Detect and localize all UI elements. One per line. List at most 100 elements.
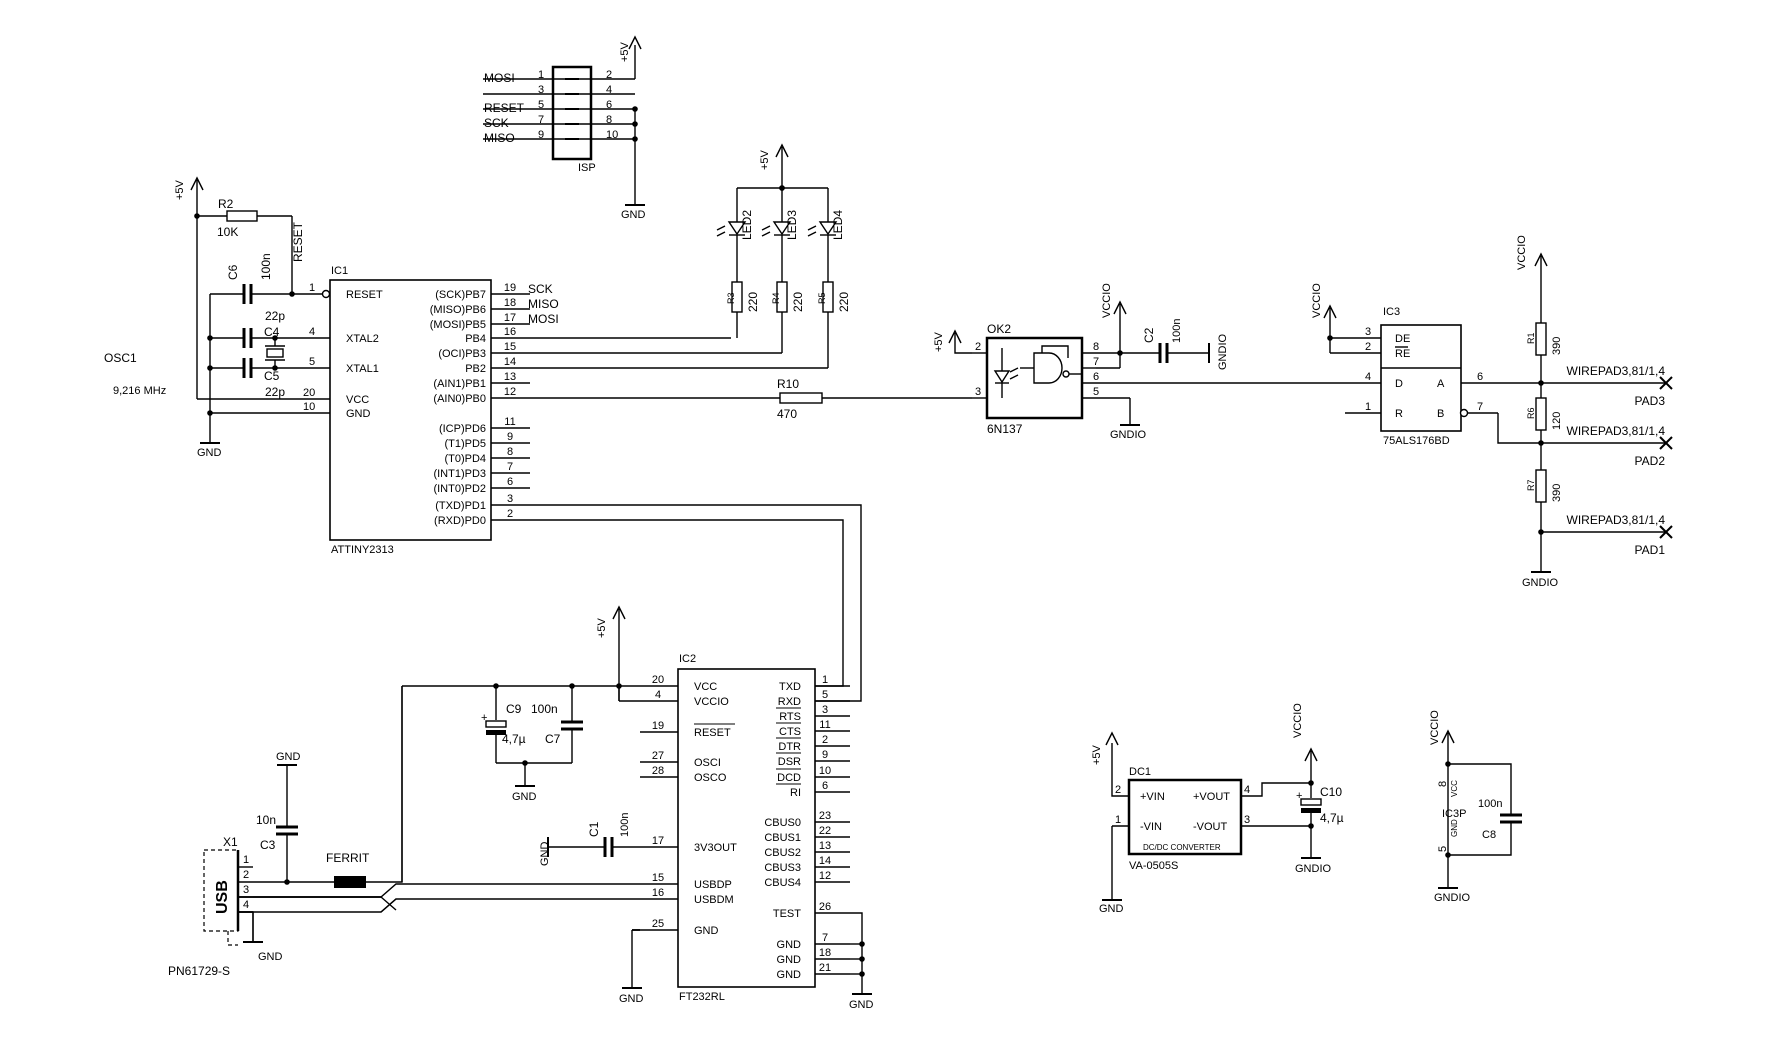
ic2-right-pins: TXD1RXD5RTS3CTS11DTR2DSR9DCD10RI6CBUS023… bbox=[764, 674, 862, 981]
ic1-pin-vcc-label: VCC bbox=[346, 394, 369, 406]
isp-pin-9: 9 bbox=[538, 129, 544, 141]
ic1-pin-xtal2-label: XTAL2 bbox=[346, 333, 379, 345]
isp-name: ISP bbox=[578, 162, 596, 174]
ic2-pin-label: USBDM bbox=[694, 894, 734, 906]
c9-plus: + bbox=[481, 712, 487, 724]
dc1-name: DC1 bbox=[1129, 766, 1151, 778]
ic1-pin-number: 14 bbox=[504, 356, 516, 368]
c9-value: 4,7µ bbox=[502, 732, 526, 746]
ic1-pin-label: (RXD)PD0 bbox=[434, 515, 486, 527]
ic2-pin-label: DCD bbox=[777, 772, 801, 784]
ic1-pin-label: (SCK)PB7 bbox=[435, 289, 486, 301]
ic1-pin-20: 20 bbox=[303, 387, 315, 399]
isp-pin-4: 4 bbox=[606, 84, 612, 96]
x1-label: USB bbox=[214, 880, 231, 914]
led-ray bbox=[807, 225, 817, 231]
ic1-right-pins: (SCK)PB719(MISO)PB618(MOSI)PB517PB416(OC… bbox=[430, 282, 530, 527]
ic2-pin-number: 5 bbox=[822, 689, 828, 701]
ic3-de-label: DE bbox=[1395, 333, 1410, 345]
ic1-pin-number: 19 bbox=[504, 282, 516, 294]
ic2-pin-number: 10 bbox=[819, 765, 831, 777]
ic1-pin-number: 7 bbox=[507, 461, 513, 473]
junction-dot bbox=[779, 185, 785, 191]
ic1-pin-label: (T1)PD5 bbox=[444, 438, 486, 450]
ic2-pin-label: OSCO bbox=[694, 772, 727, 784]
ic2-pin-label: 3V3OUT bbox=[694, 842, 737, 854]
pad-cross bbox=[1659, 525, 1673, 539]
c8-value: 100n bbox=[1478, 798, 1502, 810]
ok2-6n137: OK2 6N137 2 3 8 7 6 5 +5V bbox=[933, 283, 1229, 441]
led-5v-label: +5V bbox=[759, 149, 771, 170]
osc1-name: OSC1 bbox=[104, 351, 137, 365]
isp-gnd-label: GND bbox=[621, 209, 646, 221]
isp-pin-6: 6 bbox=[606, 99, 612, 111]
c7-value: 100n bbox=[531, 702, 558, 716]
r7-name: R7 bbox=[1526, 479, 1536, 491]
ic1-pin-number: 16 bbox=[504, 326, 516, 338]
c6-value: 100n bbox=[259, 253, 273, 280]
ic1-nets bbox=[530, 337, 972, 702]
c3-name: C3 bbox=[260, 838, 276, 852]
net-miso: MISO bbox=[528, 297, 559, 311]
c1-value: 100n bbox=[619, 813, 631, 837]
ic1-pin-label: PB4 bbox=[465, 333, 486, 345]
c4-value: 22p bbox=[265, 309, 285, 323]
x1-pin-4: 4 bbox=[243, 899, 249, 911]
led-resistor-value: 220 bbox=[746, 292, 760, 312]
ic2-pin-label: RESET bbox=[694, 727, 731, 739]
pad-label: WIREPAD3,81/1,4 bbox=[1567, 513, 1666, 527]
dc1-vout-plus: +VOUT bbox=[1193, 791, 1230, 803]
isp-pin-1: 1 bbox=[538, 69, 544, 81]
ic3p-gndio-label: GNDIO bbox=[1434, 892, 1471, 904]
led-ray bbox=[716, 225, 726, 231]
ic2-pin-number: 9 bbox=[822, 749, 828, 761]
ic1-attiny2313: IC1 ATTINY2313 RESET XTAL2 XTAL1 VCC GND… bbox=[292, 265, 530, 556]
ic1-pin-number: 17 bbox=[504, 312, 516, 324]
ic2-pin-label: VCCIO bbox=[694, 696, 729, 708]
led-name: LED4 bbox=[831, 210, 845, 240]
c7-name: C7 bbox=[545, 732, 561, 746]
ic1-pin-label: (TXD)PD1 bbox=[435, 500, 486, 512]
pad-group: WIREPAD3,81/1,4PAD3WIREPAD3,81/1,4PAD2WI… bbox=[1567, 364, 1673, 557]
led-resistor-value: 220 bbox=[791, 292, 805, 312]
c10-vccio-label: VCCIO bbox=[1292, 703, 1304, 738]
ic2-pin-label: GND bbox=[694, 925, 719, 937]
dc1-vin-minus: -VIN bbox=[1140, 821, 1162, 833]
r2-value: 10K bbox=[217, 225, 238, 239]
c10-name: C10 bbox=[1320, 785, 1342, 799]
ic2-pin-label: GND bbox=[777, 939, 802, 951]
ic3p-power: VCCIO GNDIO 8 VCC 5 GND IC3P 100n C8 bbox=[1429, 710, 1522, 904]
ic3-re-label: RE bbox=[1395, 348, 1410, 360]
ic1-pin-reset-label: RESET bbox=[346, 289, 383, 301]
ic2-pin-number: 22 bbox=[819, 825, 831, 837]
ic2-right-gnd-label: GND bbox=[849, 999, 874, 1011]
r2-5v-label: +5V bbox=[174, 179, 186, 200]
led-resistor-name: R4 bbox=[771, 292, 781, 304]
c9-gnd-label: GND bbox=[512, 791, 537, 803]
ferrit-name: FERRIT bbox=[326, 851, 370, 865]
c3-value: 10n bbox=[256, 813, 276, 827]
c10-plus: + bbox=[1296, 790, 1302, 802]
r6-value: 120 bbox=[1551, 412, 1563, 430]
c2-name: C2 bbox=[1142, 327, 1156, 343]
ic1-pin-number: 12 bbox=[504, 386, 516, 398]
ic1-pin-label: (AIN0)PB0 bbox=[433, 393, 486, 405]
ic2-support: +5V + C9 4,7µ 100n C7 GND C1 100n bbox=[401, 605, 874, 1011]
ic2-pin-label: TEST bbox=[773, 908, 801, 920]
ic3-name: IC3 bbox=[1383, 306, 1400, 318]
ok2-vccio-label: VCCIO bbox=[1101, 283, 1113, 318]
c10-value: 4,7µ bbox=[1320, 811, 1344, 825]
ic3-part: 75ALS176BD bbox=[1383, 435, 1450, 447]
ic1-pin-xtal1-label: XTAL1 bbox=[346, 363, 379, 375]
ic2-pin-label: OSCI bbox=[694, 757, 721, 769]
led-icon bbox=[818, 221, 838, 236]
ic2-pin-number: 16 bbox=[652, 887, 664, 899]
r7-value: 390 bbox=[1551, 484, 1563, 502]
ic2-pin-label: DSR bbox=[778, 756, 801, 768]
led-resistor-name: R3 bbox=[726, 292, 736, 304]
ok2-name: OK2 bbox=[987, 322, 1011, 336]
r10-value: 470 bbox=[777, 407, 797, 421]
